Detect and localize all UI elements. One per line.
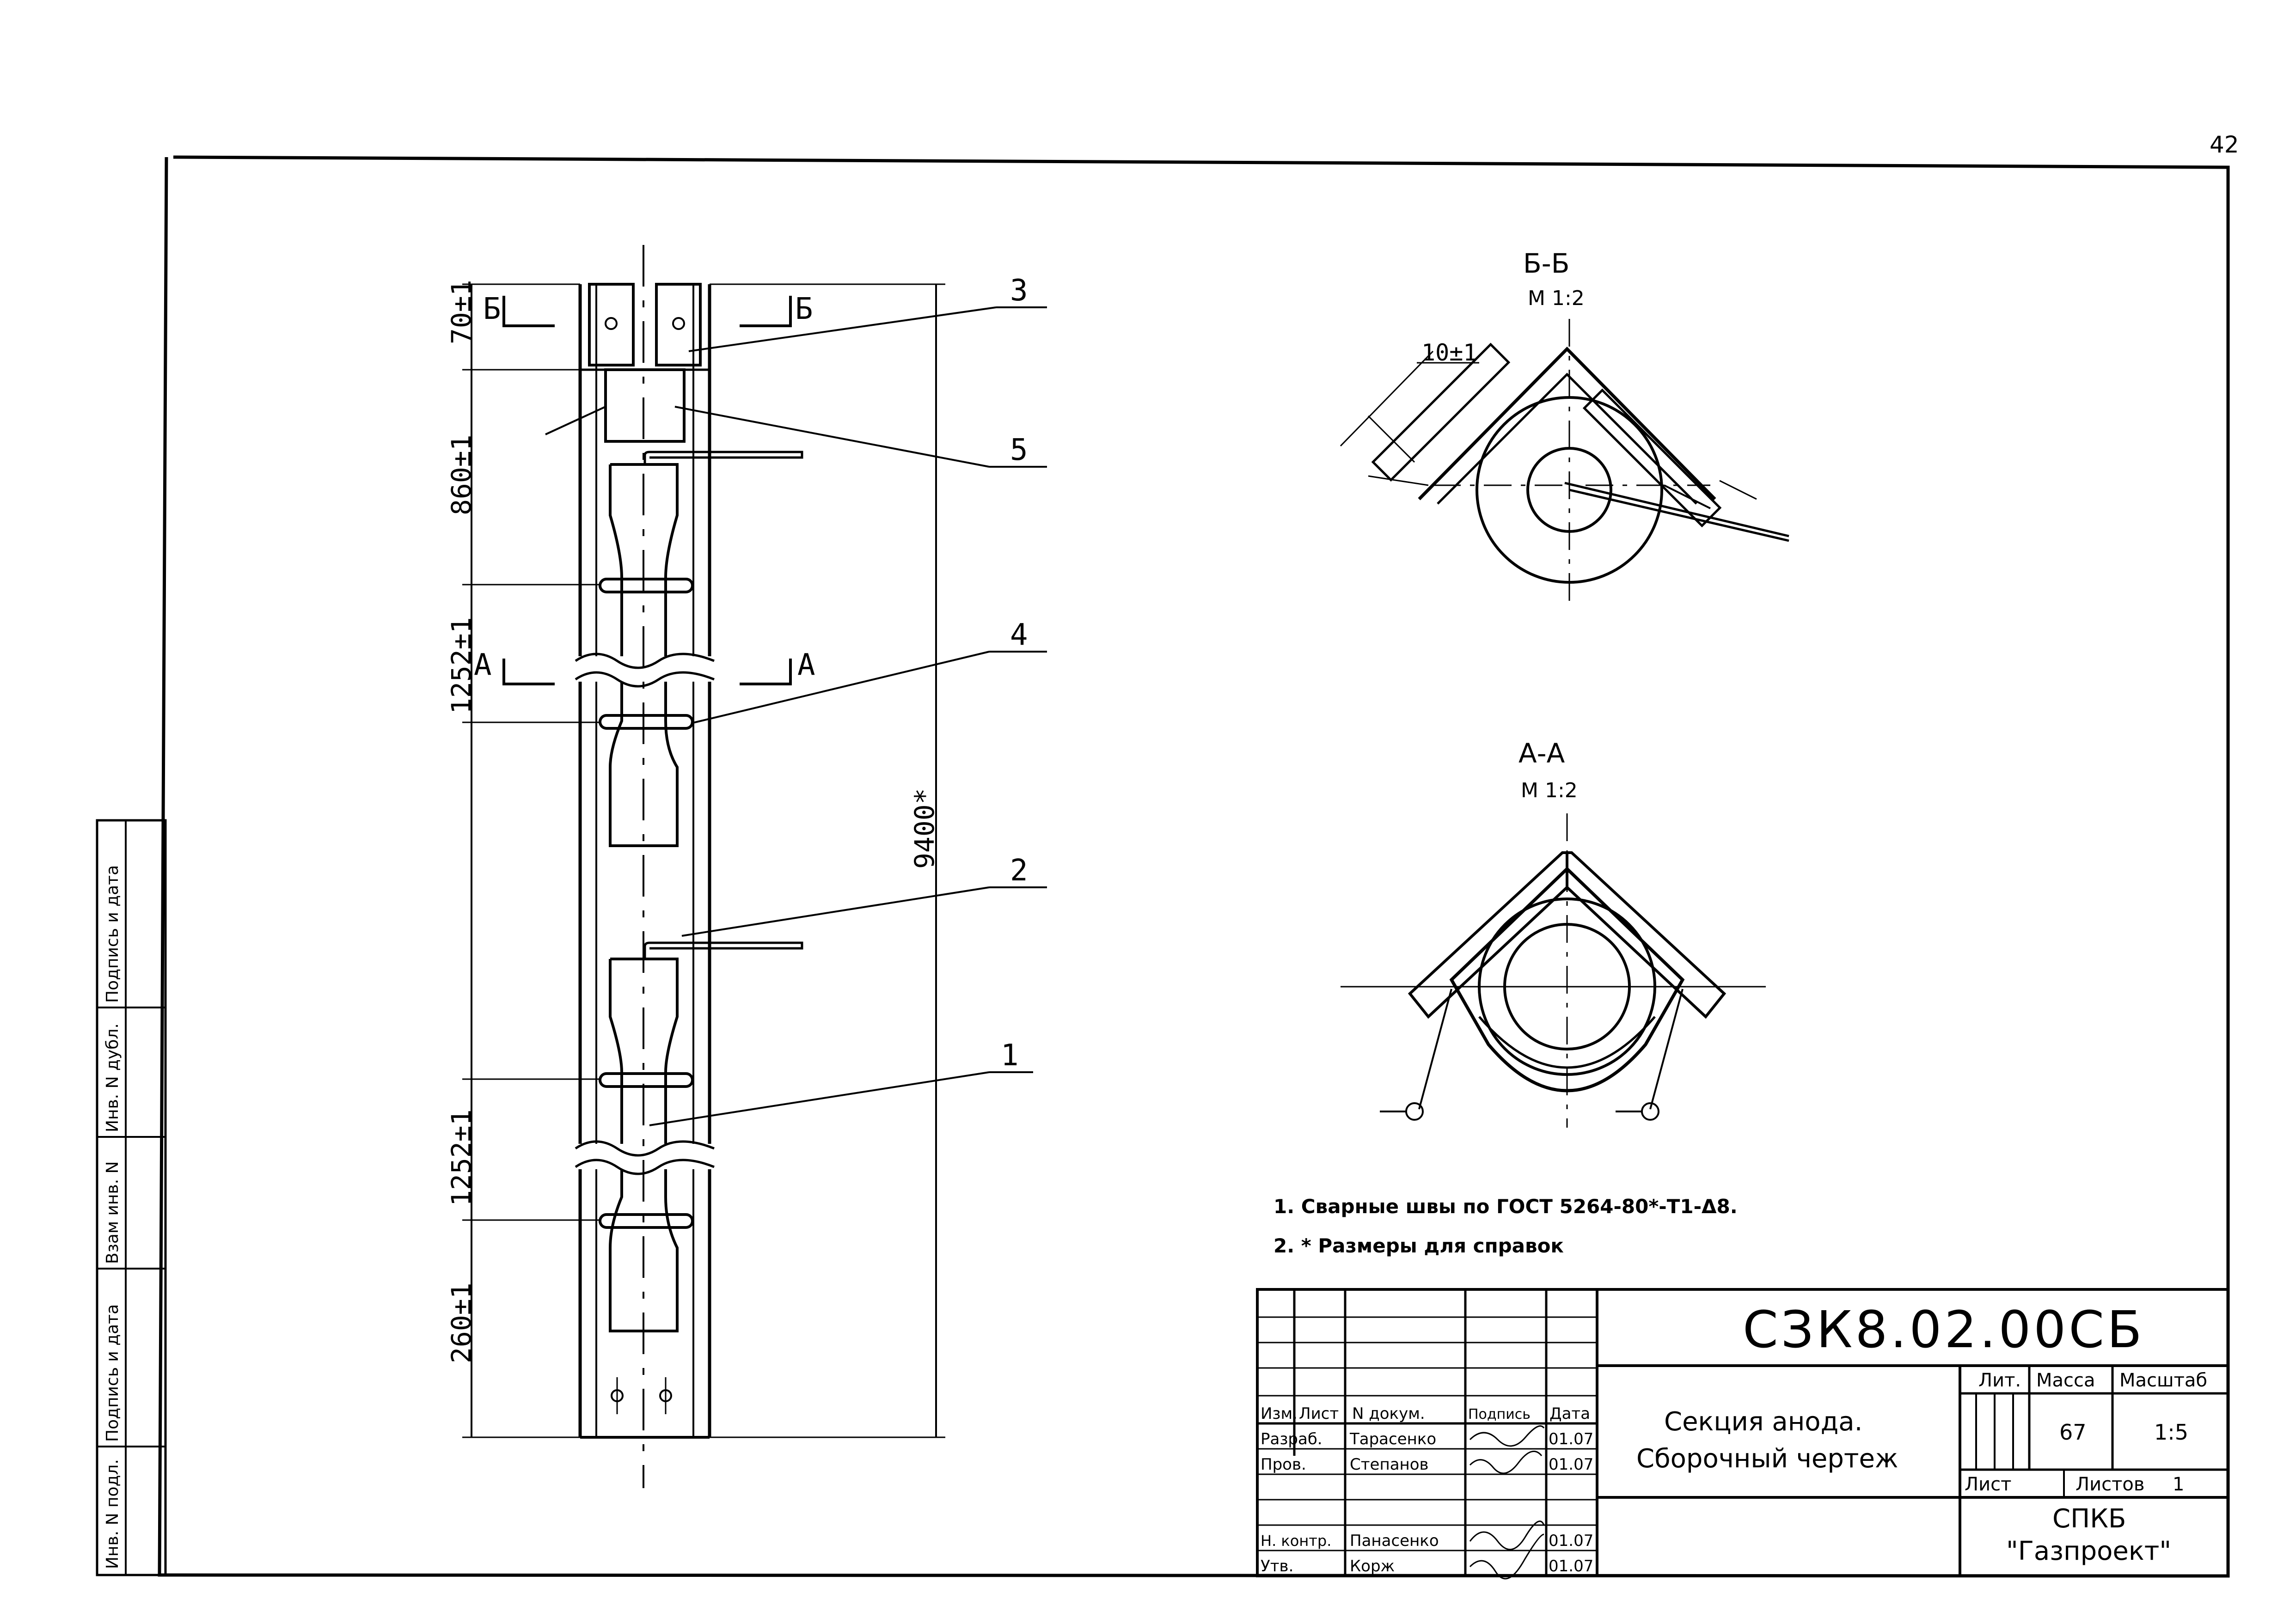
tb-sheet-label: Лист [1965,1474,2011,1495]
dim-9400: 9400* [909,788,940,869]
tb-header-date: Дата [1549,1404,1590,1423]
tb-name-approve: Корж [1350,1557,1395,1575]
tb-role-checker: Пров. [1261,1455,1306,1474]
tb-date-approve: 01.07 [1549,1557,1593,1575]
cut-b-left: Б [483,292,501,326]
stamp-sign-date-2: Подпись и дата [103,865,122,1003]
tb-name-checker: Степанов [1350,1455,1429,1474]
page-number: 42 [2210,131,2239,158]
elevation-view [575,245,803,1488]
side-stamp: Инв. N подл. Подпись и дата Взам инв. N … [96,819,167,1576]
tb-header-izm: Изм. [1261,1404,1298,1423]
tb-role-norm: Н. контр. [1261,1532,1331,1550]
callout-2: 2 [1010,854,1028,888]
cut-markers [502,296,792,685]
title-block-grid [1256,1288,2229,1580]
tb-role-approve: Утв. [1261,1557,1293,1575]
section-bb-dim: 10±1 [1421,339,1477,366]
tb-scale-value: 1:5 [2154,1420,2188,1445]
tb-sheets-value: 1 [2173,1474,2184,1495]
tb-lit-label: Лит. [1978,1370,2021,1391]
section-aa-label: А-А [1518,738,1565,769]
drawing-title-line-1: Секция анода. [1664,1407,1862,1437]
leader-lines [545,306,1047,1126]
dim-260: 260±1 [446,1282,477,1363]
section-bb-scale: М 1:2 [1528,287,1585,310]
section-aa-drawing [1341,813,1766,1128]
stamp-inv-orig: Инв. N подл. [103,1459,122,1569]
tb-mass-value: 67 [2059,1420,2087,1445]
tb-date-developer: 01.07 [1549,1430,1593,1448]
section-bb-drawing [1340,319,1789,605]
callout-5: 5 [1010,433,1028,467]
cut-a-right: А [797,648,815,682]
org-line-1: СПКБ [2052,1504,2126,1534]
tb-name-norm: Панасенко [1350,1532,1439,1550]
tb-header-list: Лист [1299,1404,1339,1423]
cut-b-right: Б [795,292,813,326]
callout-4: 4 [1010,618,1028,652]
tb-header-sign: Подпись [1468,1406,1531,1423]
dim-860: 860±1 [446,434,477,515]
stamp-inv-dup: Инв. N дубл. [103,1023,122,1132]
note-1: 1. Сварные швы по ГОСТ 5264-80*-Т1-Δ8. [1274,1195,1738,1218]
note-2: 2. * Размеры для справок [1274,1234,1564,1257]
tb-date-norm: 01.07 [1549,1532,1593,1550]
drawing-title-line-2: Сборочный чертеж [1636,1444,1898,1474]
document-code: СЗК8.02.00СБ [1743,1300,2145,1359]
tb-scale-label: Масштаб [2119,1370,2207,1391]
dim-1252-upper: 1252±1 [446,617,477,714]
stamp-replace-inv: Взам инв. N [103,1161,122,1264]
tb-header-doc: N докум. [1352,1404,1425,1423]
cut-a-left: А [474,648,492,682]
tb-mass-label: Масса [2036,1370,2095,1391]
org-line-2: "Газпроект" [2006,1536,2171,1566]
callout-3: 3 [1010,274,1028,308]
tb-name-developer: Тарасенко [1349,1430,1436,1448]
dimension-lines [462,283,945,1438]
section-bb-label: Б-Б [1523,248,1570,279]
dim-1252-lower: 1252±1 [446,1109,477,1206]
stamp-sign-date-1: Подпись и дата [103,1304,122,1442]
dim-70: 70±1 [446,280,477,344]
tb-date-checker: 01.07 [1549,1455,1593,1474]
callout-1: 1 [1001,1038,1019,1073]
tb-role-developer: Разраб. [1261,1430,1322,1448]
tb-sheets-label: Листов [2076,1474,2144,1495]
section-aa-scale: М 1:2 [1521,779,1578,802]
